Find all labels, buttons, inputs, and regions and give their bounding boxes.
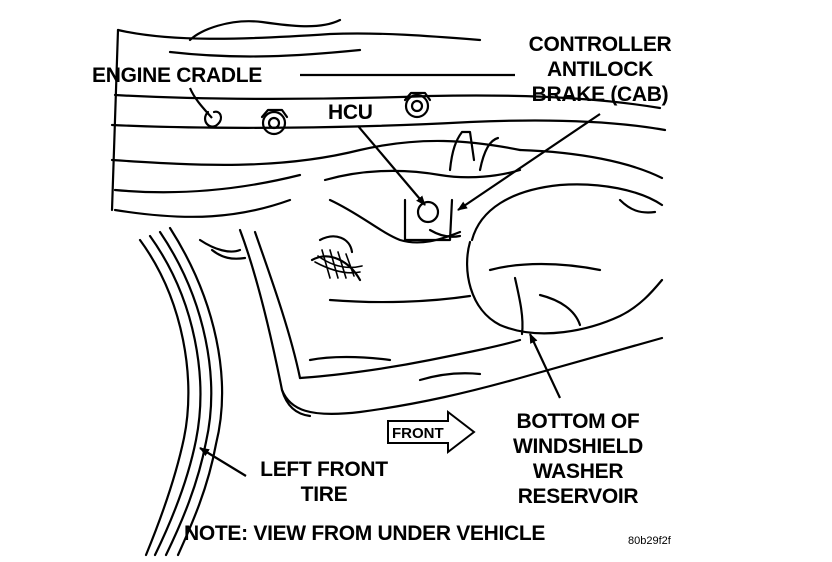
controller-label-line2: ANTILOCK [546, 58, 654, 81]
hcu-drawing [310, 130, 522, 282]
note-caption: NOTE: VIEW FROM UNDER VEHICLE [184, 522, 546, 545]
reservoir-label-line2: WINDSHIELD [513, 435, 643, 458]
tire-arrow [199, 447, 247, 477]
controller-label-line3: BRAKE (CAB) [531, 83, 669, 106]
washer-reservoir-drawing [466, 183, 664, 336]
wire-harness-drawing [314, 249, 363, 279]
left-front-tire-drawing [138, 226, 224, 557]
front-arrow-label: FRONT [392, 425, 444, 442]
reservoir-label-line4: RESERVOIR [517, 485, 639, 508]
leader-lines [188, 73, 601, 477]
reservoir-label-line3: WASHER [532, 460, 624, 483]
engine-cradle-hook-leader [188, 87, 213, 119]
reservoir-label-line1: BOTTOM OF [516, 410, 640, 433]
controller-label-line1: CONTROLLER [528, 33, 672, 56]
engine-cradle-drawing [110, 18, 667, 218]
lower-shield-drawing [198, 228, 664, 418]
tire-label-line2: TIRE [300, 483, 348, 506]
figure-id: 80b29f2f [628, 535, 671, 547]
reservoir-arrow [529, 333, 561, 399]
tire-label-line1: LEFT FRONT [260, 458, 388, 481]
front-arrow-icon [387, 409, 476, 455]
controller-arrow [457, 113, 601, 211]
hcu-label: HCU [328, 101, 373, 124]
hcu-arrow [357, 125, 426, 206]
engine-cradle-label: ENGINE CRADLE [92, 64, 262, 87]
